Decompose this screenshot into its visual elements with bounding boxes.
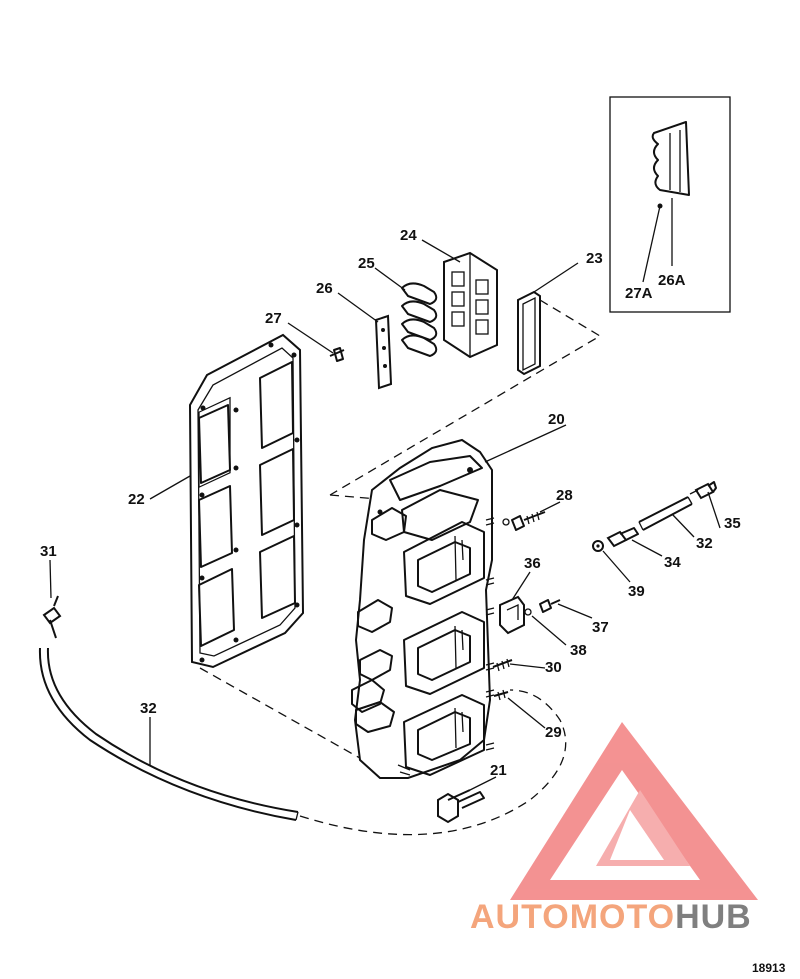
intake-manifold-gasket: [188, 333, 391, 776]
leader-lines: [49, 239, 721, 791]
throttle-bore-upper: [403, 521, 485, 605]
screw-28: [502, 511, 546, 531]
bolt-21: [437, 789, 485, 824]
callout-29: 29: [545, 724, 562, 741]
watermark-text-part2: HUB: [675, 898, 752, 936]
callout-24: 24: [400, 227, 417, 244]
callout-27a: 27A: [625, 285, 653, 302]
intake-manifold: [351, 438, 495, 779]
callout-32-left: 32: [140, 700, 157, 717]
callout-22: 22: [128, 491, 145, 508]
callout-21: 21: [490, 762, 507, 779]
callout-39: 39: [628, 583, 645, 600]
elbow-fitting-31: [42, 595, 62, 639]
watermark-triangle: [510, 722, 758, 900]
watermark-text-part1: AUTOMOTO: [470, 898, 675, 936]
hose-32-right: [638, 496, 693, 531]
fitting-35: [689, 481, 717, 500]
washer-39: [592, 540, 604, 552]
throttle-bore-middle: [403, 611, 485, 695]
callout-labels: 20 21 22 23 24 25 26 27 28 29 30 31 32 3…: [40, 227, 741, 779]
callout-30: 30: [545, 659, 562, 676]
callout-20: 20: [548, 411, 565, 428]
reed-petals: [401, 282, 438, 357]
callout-23: 23: [586, 250, 603, 267]
reed-block: [443, 251, 498, 359]
callout-36: 36: [524, 555, 541, 572]
callout-26a: 26A: [658, 272, 686, 289]
callout-35: 35: [724, 515, 741, 532]
callout-34: 34: [664, 554, 681, 571]
fitting-34: [606, 527, 639, 548]
callout-27: 27: [265, 310, 282, 327]
watermark-text: AUTOMOTOHUB: [470, 898, 752, 936]
callout-38: 38: [570, 642, 587, 659]
inset-detail-box: 27A 26A: [609, 96, 731, 313]
stud-30: [492, 658, 513, 672]
hose-32-left: [38, 647, 567, 836]
reed-petal-detail: [651, 121, 690, 196]
callout-28: 28: [556, 487, 573, 504]
reed-screw: [329, 347, 345, 362]
callout-26: 26: [316, 280, 333, 297]
reed-block-gasket: [517, 290, 541, 376]
throttle-bore-lower: [403, 694, 485, 776]
washer-38: [524, 608, 532, 616]
screw-37: [539, 599, 561, 613]
reed-stop: [374, 314, 393, 390]
callout-37: 37: [592, 619, 609, 636]
watermark-logo: [510, 722, 758, 900]
callout-32-right: 32: [696, 535, 713, 552]
callout-25: 25: [358, 255, 375, 272]
figure-number: 18913: [752, 961, 786, 975]
bracket-36: [499, 595, 525, 635]
studs: [397, 517, 495, 776]
reed-block-assembly: [329, 251, 602, 501]
callout-31: 31: [40, 543, 57, 560]
stud-29: [493, 689, 509, 701]
